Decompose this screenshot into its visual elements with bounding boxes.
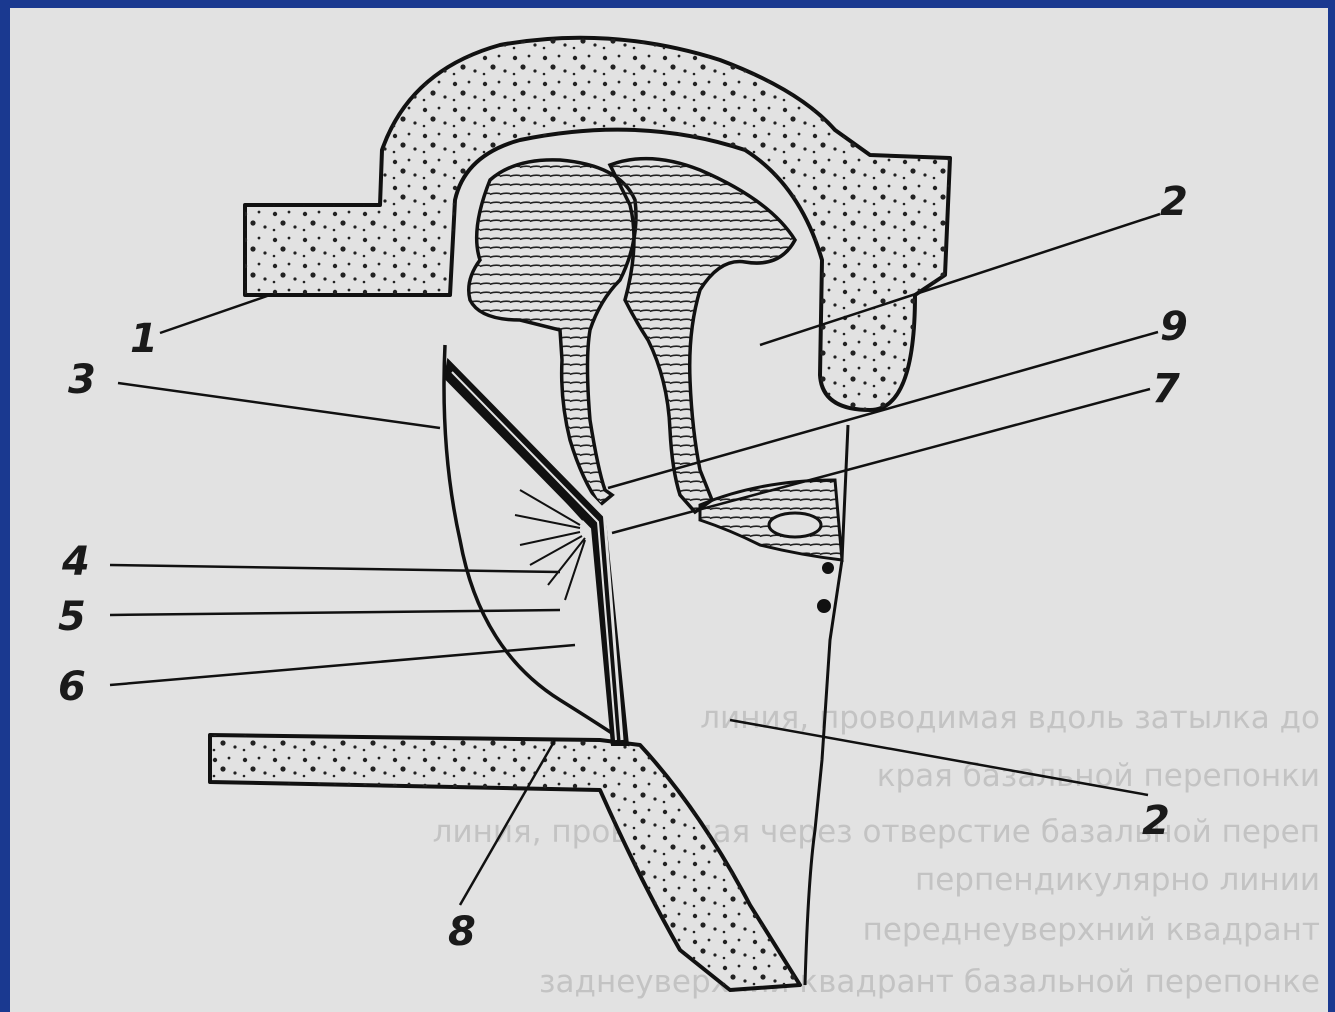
label-1: 1 <box>130 316 158 362</box>
ghost-line-3: линия, проводимая через отверстие базаль… <box>433 814 1320 850</box>
label-2-bottom: 2 <box>1142 798 1170 844</box>
lower-bone-texture <box>210 735 800 990</box>
label-3: 3 <box>68 357 96 403</box>
label-8: 8 <box>448 909 476 955</box>
ghost-line-5: переднеуверхний квадрант <box>863 912 1320 948</box>
label-5: 5 <box>58 594 86 640</box>
label-2-top: 2 <box>1160 179 1188 225</box>
oval-window-dot <box>822 562 834 574</box>
incus-ossicle <box>610 159 795 512</box>
ghost-line-2: края базальной перепонки <box>877 758 1320 794</box>
stapes-footplate <box>769 513 821 537</box>
label-9: 9 <box>1160 304 1188 350</box>
round-window-dot <box>817 599 831 613</box>
ghost-line-6: заднеуверхний квадрант базальной перепон… <box>539 964 1320 1000</box>
label-7: 7 <box>1152 366 1180 412</box>
label-6: 6 <box>58 664 86 710</box>
ghost-line-4: перпендикулярно линии <box>915 862 1320 898</box>
label-4: 4 <box>61 539 90 585</box>
malleus-ossicle <box>469 160 636 505</box>
